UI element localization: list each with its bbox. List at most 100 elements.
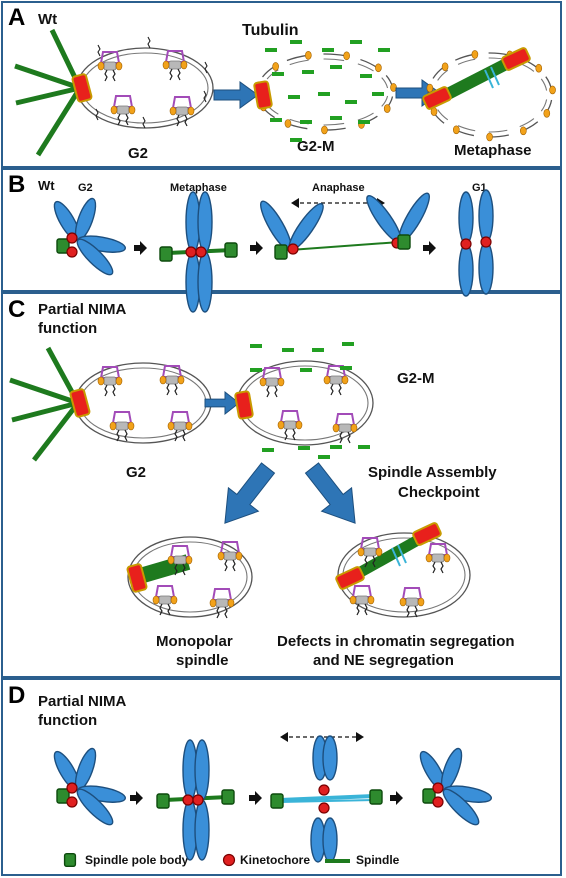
envelope-segment — [540, 99, 548, 112]
spindle-pole-body — [156, 793, 170, 809]
npc-orange-subunit — [305, 51, 312, 60]
legend-spb-label: Spindle pole body — [85, 853, 189, 867]
chromosome-arm — [458, 191, 474, 245]
npc-orange-subunit — [109, 421, 117, 431]
tubulin-subunit — [312, 348, 324, 352]
outcome-defects-line2: and NE segregation — [313, 652, 454, 669]
npc-cytoplasmic-ring — [112, 95, 134, 108]
chromosome-arm — [322, 735, 338, 781]
nuclear-envelope-outer — [127, 536, 253, 618]
tubulin-subunit — [300, 368, 312, 372]
npc-core — [115, 421, 129, 431]
panel-b-stage-g1: G1 — [472, 182, 487, 194]
chromosome-arm — [197, 251, 213, 313]
tubulin-subunit — [360, 74, 372, 78]
arrow-shape — [224, 462, 276, 524]
kinetochore — [318, 802, 330, 814]
panel-c-condition-line2: function — [38, 320, 98, 337]
npc-orange-subunit — [272, 62, 279, 71]
chromosome-arm — [442, 788, 480, 826]
npc-orange-subunit — [277, 377, 285, 387]
kinetochore — [480, 236, 492, 248]
kinetochore — [182, 794, 194, 806]
npc-cytoplasmic-ring — [401, 587, 423, 600]
panel-c-g2-spb — [69, 388, 91, 418]
npc-orange-subunit — [235, 551, 243, 561]
npc-orange-subunit — [375, 547, 383, 557]
monopolar-spb — [126, 563, 148, 593]
envelope-segment — [457, 58, 476, 65]
npc-core — [405, 597, 419, 607]
panel-a-stage-metaphase: Metaphase — [454, 142, 532, 159]
npc-core — [363, 547, 377, 557]
envelope-segment — [488, 52, 509, 56]
kinetochore — [195, 246, 207, 258]
panel-a-letter: A — [8, 4, 26, 31]
legend-kinetochore-label: Kinetochore — [240, 853, 311, 867]
panel-b-stage-g2: G2 — [78, 182, 93, 194]
npc-orange-subunit — [520, 126, 527, 136]
envelope-segment — [437, 69, 449, 81]
npc-orange-subunit — [486, 132, 493, 142]
npc-cytoplasmic-ring — [334, 413, 356, 426]
npc-orange-subunit — [159, 375, 167, 385]
microtubule — [32, 401, 80, 462]
nuclear-pore-complex — [277, 410, 303, 441]
tubulin-subunit — [298, 446, 310, 450]
kinetochore — [432, 796, 444, 808]
spindle-pole-body — [274, 244, 288, 260]
panel-c-arrow-to-monopolar — [224, 462, 276, 524]
envelope-segment — [488, 129, 508, 133]
npc-basket-filaments — [266, 385, 278, 398]
kinetochore — [287, 243, 299, 255]
tubulin-subunit — [378, 48, 390, 52]
npc-cytoplasmic-ring — [219, 541, 241, 554]
chromosome-arm — [76, 788, 114, 826]
npc-orange-subunit — [332, 423, 340, 433]
kinetochore — [222, 853, 236, 867]
tubulin-subunit — [340, 366, 352, 370]
npc-orange-subunit — [277, 420, 285, 430]
npc-orange-subunit — [350, 423, 358, 433]
arrow-shape — [130, 791, 143, 805]
arrow-shape — [423, 241, 436, 255]
npc-orange-subunit — [425, 553, 433, 563]
spindle — [347, 531, 428, 583]
chromosome-arm — [76, 238, 114, 276]
tubulin-subunit — [265, 48, 277, 52]
panel-c-condition-line1: Partial NIMA — [38, 301, 127, 318]
kinetochore — [460, 238, 472, 250]
spb-red-block — [501, 47, 531, 71]
microtubule — [14, 63, 81, 91]
npc-basket-filaments — [204, 61, 208, 74]
npc-cytoplasmic-ring — [169, 545, 191, 558]
npc-basket-filaments — [174, 429, 186, 442]
panel-a-stage-g2m: G2-M — [297, 138, 335, 155]
npc-core — [338, 423, 352, 433]
panel-c-g2m-nucleus — [236, 360, 374, 446]
kinetochore — [192, 794, 204, 806]
spindle-pole-body — [422, 788, 436, 804]
chromosome-arm — [478, 189, 494, 243]
nuclear-pore-complex — [159, 365, 185, 396]
nuclear-pore-complex — [110, 95, 136, 126]
npc-orange-subunit — [167, 555, 175, 565]
nuclear-pore-complex — [152, 585, 178, 616]
npc-core — [431, 553, 445, 563]
envelope-segment — [323, 122, 345, 126]
panel-d-arrow-3 — [390, 791, 403, 805]
npc-orange-subunit — [110, 105, 118, 115]
envelope-segment — [357, 63, 374, 72]
kinetochore — [185, 246, 197, 258]
kinetochore — [318, 784, 330, 796]
spindle-pole-body — [56, 238, 70, 254]
npc-orange-subunit — [367, 595, 375, 605]
npc-basket-filaments — [95, 108, 99, 121]
defects-spb-left — [335, 566, 365, 590]
spb-red-block — [253, 80, 273, 110]
tubulin-subunit — [330, 65, 342, 69]
npc-cytoplasmic-ring — [427, 543, 449, 556]
tubulin-subunit — [318, 455, 330, 459]
envelope-segment — [289, 59, 309, 66]
